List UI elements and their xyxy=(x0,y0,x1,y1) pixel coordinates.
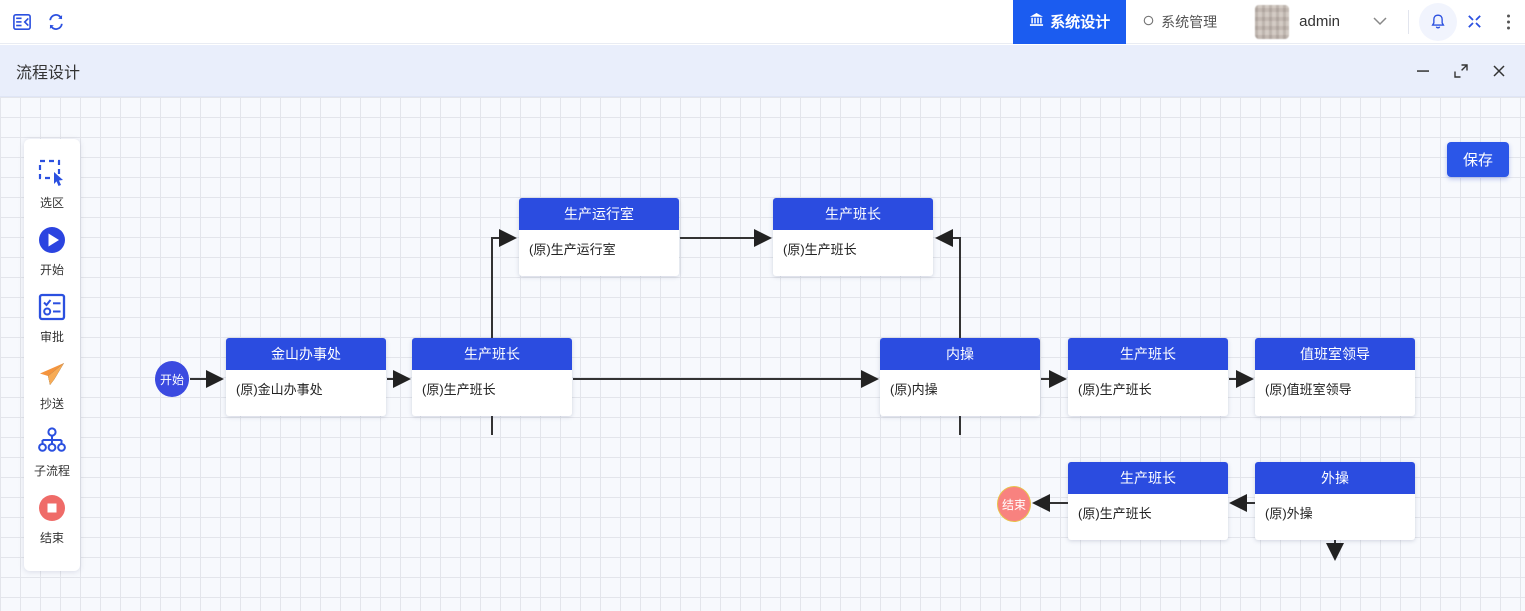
flow-design-canvas[interactable]: 开始 结束 生产运行室 (原)生产运行室 生产班长 (原)生产班长 金山办事处 … xyxy=(0,97,1525,611)
palette-item-cc[interactable]: 抄送 xyxy=(24,354,80,418)
window-title-bar: 流程设计 xyxy=(0,45,1525,97)
task-node[interactable]: 外操 (原)外操 xyxy=(1255,462,1415,540)
task-node[interactable]: 生产班长 (原)生产班长 xyxy=(412,338,572,416)
page-title: 流程设计 xyxy=(16,64,81,82)
bank-icon xyxy=(1029,12,1044,31)
palette-item-subprocess[interactable]: 子流程 xyxy=(24,421,80,485)
end-node[interactable]: 结束 xyxy=(997,486,1031,522)
task-node-body: (原)生产班长 xyxy=(422,382,496,397)
notification-bell-icon[interactable] xyxy=(1419,2,1457,41)
save-button[interactable]: 保存 xyxy=(1446,142,1509,177)
task-node-title: 金山办事处 xyxy=(226,338,386,370)
palette-item-label: 开始 xyxy=(39,263,64,277)
task-node-body: (原)生产班长 xyxy=(1078,506,1152,521)
fullscreen-icon[interactable] xyxy=(1457,0,1491,44)
user-name: admin xyxy=(1299,13,1340,30)
collapse-menu-icon[interactable] xyxy=(12,12,32,32)
refresh-icon[interactable] xyxy=(46,12,66,32)
selection-marquee-icon xyxy=(37,153,67,193)
subprocess-tree-icon xyxy=(37,421,67,461)
palette-item-label: 选区 xyxy=(39,196,64,210)
tab-system-management[interactable]: 系统管理 xyxy=(1126,0,1233,44)
paper-plane-cc-icon xyxy=(37,354,67,394)
task-node-title: 生产班长 xyxy=(773,198,933,230)
play-start-icon xyxy=(37,220,67,260)
palette-item-label: 抄送 xyxy=(39,397,64,411)
task-node-body: (原)金山办事处 xyxy=(236,382,323,397)
task-node-title: 外操 xyxy=(1255,462,1415,494)
task-node-body: (原)值班室领导 xyxy=(1265,382,1352,397)
avatar xyxy=(1255,4,1290,39)
palette-item-label: 结束 xyxy=(39,531,64,545)
palette-item-label: 审批 xyxy=(39,330,64,344)
tab-system-management-label: 系统管理 xyxy=(1161,13,1218,30)
more-options-icon[interactable] xyxy=(1491,0,1525,44)
task-node[interactable]: 生产班长 (原)生产班长 xyxy=(1068,462,1228,540)
task-node[interactable]: 生产班长 (原)生产班长 xyxy=(1068,338,1228,416)
topbar-left-icons xyxy=(0,12,66,32)
task-node-body: (原)外操 xyxy=(1265,506,1313,521)
palette-item-label: 子流程 xyxy=(33,464,70,478)
task-node[interactable]: 生产运行室 (原)生产运行室 xyxy=(519,198,679,276)
palette-item-start[interactable]: 开始 xyxy=(24,220,80,284)
stop-end-icon xyxy=(37,488,67,528)
palette-item-approval[interactable]: 审批 xyxy=(24,287,80,351)
palette-item-select[interactable]: 选区 xyxy=(24,153,80,217)
window-controls xyxy=(1415,63,1525,79)
task-node-title: 生产班长 xyxy=(412,338,572,370)
task-node-title: 生产班长 xyxy=(1068,462,1228,494)
user-menu[interactable]: admin xyxy=(1233,0,1398,44)
gear-icon xyxy=(1142,14,1155,30)
task-node-title: 内操 xyxy=(880,338,1040,370)
palette-item-end[interactable]: 结束 xyxy=(24,488,80,552)
topbar-right-area: 系统设计 系统管理 admin xyxy=(1013,0,1525,44)
task-node-body: (原)生产班长 xyxy=(783,242,857,257)
start-node[interactable]: 开始 xyxy=(155,361,189,397)
divider xyxy=(1408,9,1409,34)
task-node-body: (原)生产班长 xyxy=(1078,382,1152,397)
end-node-label: 结束 xyxy=(1001,497,1026,512)
task-node-title: 生产运行室 xyxy=(519,198,679,230)
task-node-body: (原)内操 xyxy=(890,382,938,397)
approval-checklist-icon xyxy=(37,287,67,327)
tab-system-design[interactable]: 系统设计 xyxy=(1013,0,1127,44)
shape-palette: 选区 开始 审批 xyxy=(24,139,80,571)
task-node[interactable]: 金山办事处 (原)金山办事处 xyxy=(226,338,386,416)
chevron-down-icon[interactable] xyxy=(1372,14,1388,29)
task-node[interactable]: 值班室领导 (原)值班室领导 xyxy=(1255,338,1415,416)
top-navigation-bar: 系统设计 系统管理 admin xyxy=(0,0,1525,44)
task-node-title: 值班室领导 xyxy=(1255,338,1415,370)
minimize-button[interactable] xyxy=(1415,63,1431,79)
task-node-body: (原)生产运行室 xyxy=(529,242,616,257)
task-node[interactable]: 生产班长 (原)生产班长 xyxy=(773,198,933,276)
close-button[interactable] xyxy=(1491,63,1507,79)
start-node-label: 开始 xyxy=(159,372,184,387)
task-node[interactable]: 内操 (原)内操 xyxy=(880,338,1040,416)
maximize-button[interactable] xyxy=(1453,63,1469,79)
tab-system-design-label: 系统设计 xyxy=(1050,14,1111,31)
task-node-title: 生产班长 xyxy=(1068,338,1228,370)
